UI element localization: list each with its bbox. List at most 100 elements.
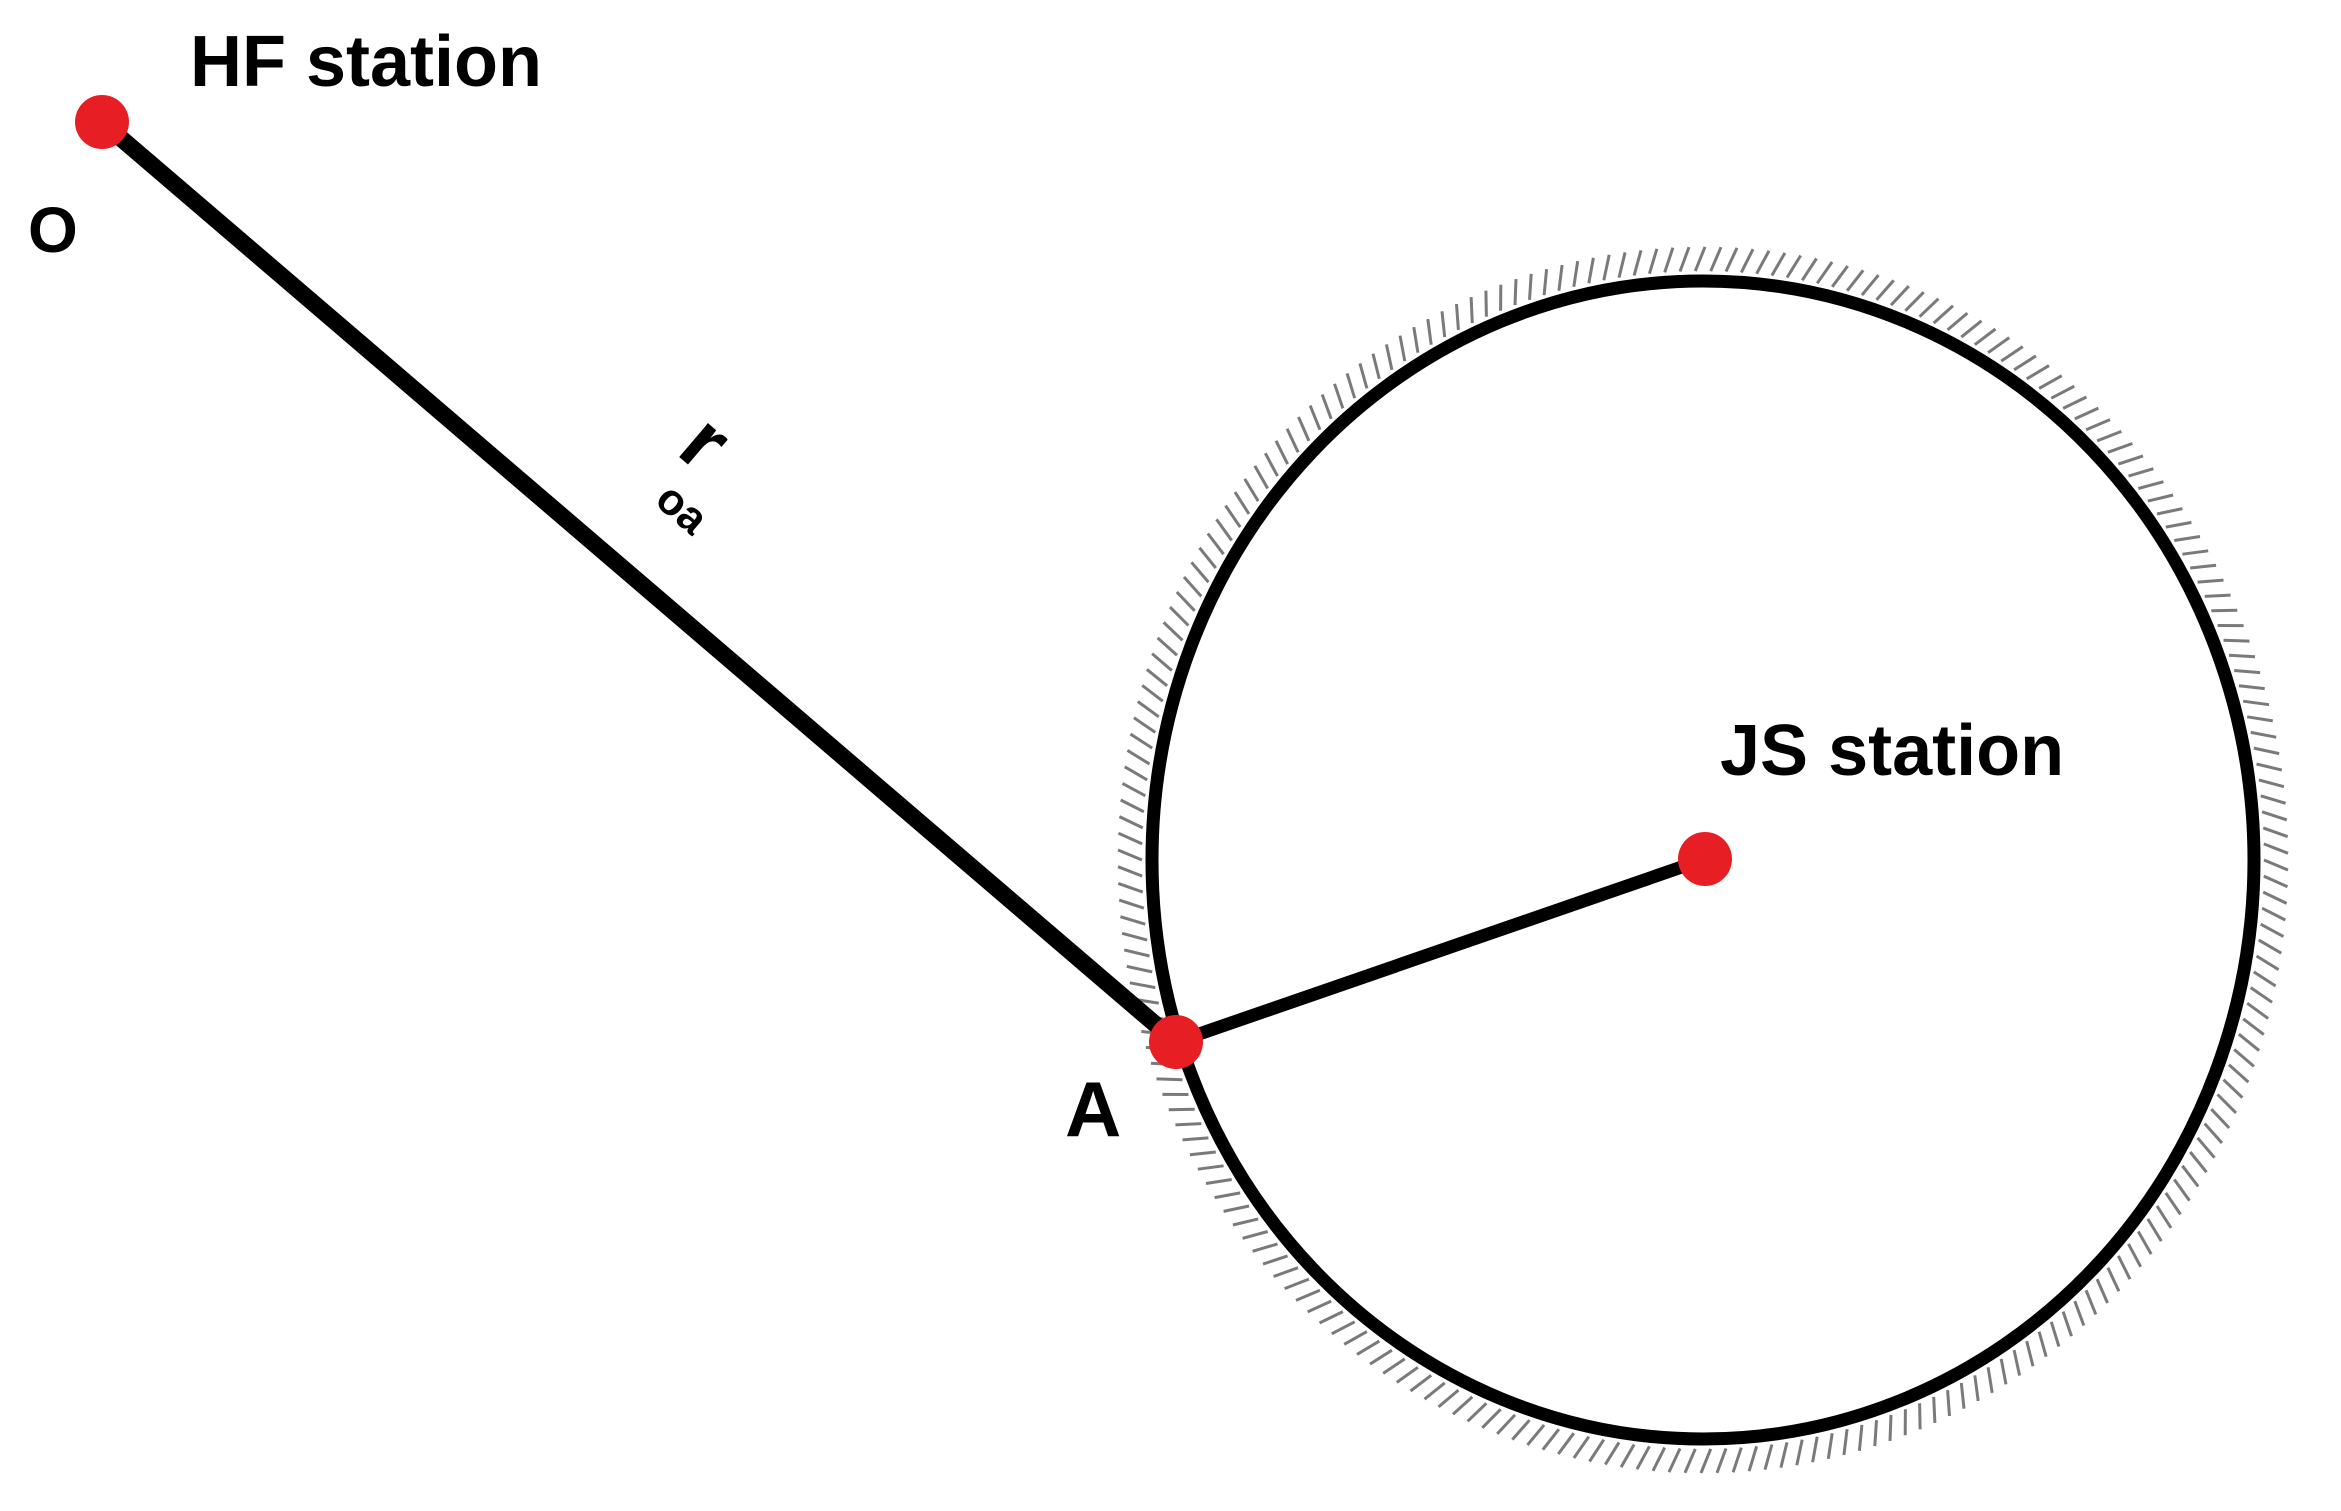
- hatch-tick: [1117, 848, 1143, 862]
- hatch-tick: [2190, 563, 2217, 570]
- hatch-tick: [1999, 1358, 2008, 1385]
- point-o-label: O: [28, 194, 78, 266]
- hatch-tick: [1484, 290, 1488, 317]
- hatch-tick: [1528, 273, 1533, 300]
- hatch-tick: [1182, 1136, 1209, 1142]
- hatch-tick: [1308, 405, 1322, 431]
- hatch-tick: [2181, 1164, 2200, 1188]
- hatch-tick: [2137, 480, 2164, 490]
- hatch-tick: [1845, 269, 1865, 292]
- hatch-tick: [1197, 1164, 1224, 1171]
- hatch-tick: [1343, 1330, 1368, 1346]
- hatch-tick: [1126, 964, 1153, 974]
- hatch-tick: [2074, 406, 2100, 421]
- hatch-tick: [2164, 1192, 2182, 1216]
- hatch-tick: [1918, 297, 1940, 318]
- hatch-tick: [1724, 247, 1739, 273]
- hatch-tick: [2096, 430, 2122, 443]
- hatch-tick: [1224, 504, 1242, 528]
- segment-oa-label-subscript: oa: [647, 473, 718, 544]
- hatch-tick: [1888, 1414, 1893, 1441]
- hatch-tick: [1557, 264, 1564, 291]
- hatch-tick: [1215, 518, 1233, 542]
- hatch-tick: [2249, 986, 2273, 1004]
- hatch-tick: [1604, 1441, 1621, 1466]
- hatch-tick: [1542, 269, 1549, 296]
- hatch-tick: [1284, 1277, 1310, 1290]
- segment-a-js: [1169, 852, 1712, 1049]
- hatch-tick: [1572, 1435, 1591, 1459]
- hatch-tick: [1541, 1428, 1561, 1451]
- hatch-tick: [1651, 1446, 1667, 1472]
- hatch-tick: [2252, 970, 2277, 988]
- hatch-tick: [1918, 1403, 1922, 1430]
- hatch-tick: [2146, 1218, 2163, 1242]
- hatch-tick: [1699, 1448, 1713, 1474]
- hatch-tick: [1274, 440, 1289, 465]
- hatch-tick: [1715, 1447, 1728, 1474]
- hf-station-point: [75, 95, 129, 149]
- hatch-tick: [2260, 794, 2287, 805]
- hatch-tick: [2203, 1122, 2224, 1144]
- hatch-tick: [1842, 1429, 1849, 1456]
- hatch-tick: [1455, 303, 1460, 331]
- hatch-tick: [1588, 1438, 1606, 1463]
- hf-station-label: HF station: [190, 22, 542, 102]
- hatch-tick: [1136, 700, 1160, 719]
- hatch-tick: [1190, 561, 1210, 584]
- hatch-tick: [1263, 452, 1279, 477]
- hatch-tick: [1121, 782, 1147, 798]
- hatch-tick: [1232, 1217, 1259, 1227]
- hatch-tick: [1663, 247, 1675, 273]
- hatch-tick: [1466, 1402, 1488, 1423]
- hatch-tick: [2000, 345, 2024, 363]
- js-station-label: JS station: [1720, 711, 2064, 791]
- hatch-tick: [2050, 384, 2075, 400]
- hatch-tick: [1513, 279, 1518, 306]
- hatch-tick: [1496, 1413, 1517, 1435]
- hatch-tick: [1345, 372, 1357, 399]
- hatch-tick: [1118, 815, 1144, 830]
- hatch-tick: [1587, 257, 1595, 284]
- segment-oa-label: r oa: [647, 395, 749, 544]
- hatch-tick: [1469, 297, 1474, 324]
- hatch-tick: [1946, 1389, 1951, 1417]
- hatch-tick: [2197, 578, 2224, 584]
- hatch-tick: [2189, 1151, 2208, 1174]
- hatch-tick: [2233, 1048, 2255, 1068]
- hatch-tick: [1205, 1178, 1232, 1185]
- hatch-tick: [1889, 285, 1910, 307]
- hatch-tick: [2025, 1340, 2035, 1367]
- hatch-tick: [1511, 1419, 1531, 1441]
- hatch-tick: [1182, 576, 1203, 598]
- hatch-tick: [1973, 1375, 1980, 1402]
- hatch-tick: [2128, 467, 2154, 478]
- hatch-tick: [1409, 1374, 1433, 1393]
- hatch-tick: [2204, 593, 2231, 598]
- hatch-tick: [1189, 1150, 1216, 1157]
- hatch-tick: [1960, 319, 1983, 339]
- hatch-tick: [1318, 1310, 1344, 1325]
- hatch-tick: [1904, 291, 1925, 312]
- hatch-tick: [1678, 246, 1691, 273]
- hatch-tick: [1426, 318, 1433, 345]
- hatch-tick: [2261, 906, 2286, 922]
- hatch-tick: [1320, 393, 1333, 420]
- hatch-tick: [1253, 465, 1270, 490]
- hatch-tick: [1875, 279, 1895, 301]
- hatch-tick: [1395, 1366, 1419, 1384]
- hatch-tick: [2117, 1255, 2132, 1280]
- hatch-tick: [1126, 749, 1151, 766]
- hatch-tick: [1763, 1444, 1774, 1470]
- hatch-tick: [1932, 1396, 1937, 1423]
- hatch-tick: [2155, 1205, 2173, 1229]
- hatch-tick: [1683, 1448, 1697, 1474]
- hatch-tick: [2261, 810, 2288, 822]
- hatch-tick: [1973, 327, 1997, 346]
- hatch-tick: [1986, 1367, 1994, 1394]
- hatch-tick: [1358, 362, 1369, 389]
- hatch-tick: [1371, 353, 1381, 380]
- hatch-tick: [2038, 374, 2063, 390]
- hatch-tick: [1117, 831, 1143, 846]
